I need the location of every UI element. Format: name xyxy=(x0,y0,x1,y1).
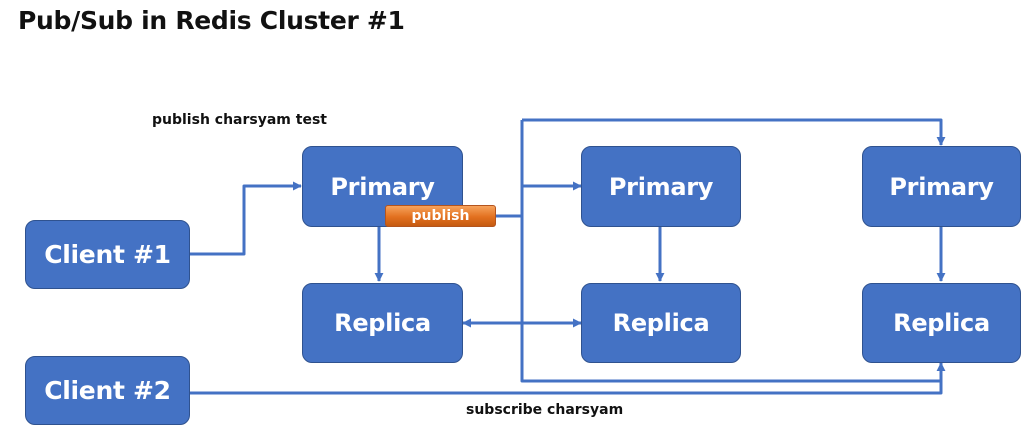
shard3-primary-node: Primary xyxy=(862,146,1021,227)
shard1-replica-node: Replica xyxy=(302,283,463,363)
client-2-node: Client #2 xyxy=(25,356,190,425)
subscribe-command-caption: subscribe charsyam xyxy=(466,402,624,418)
shard3-replica-node: Replica xyxy=(862,283,1021,363)
shard2-primary-node: Primary xyxy=(581,146,741,227)
client1-to-primary1-arrow xyxy=(190,181,302,256)
bus-to-primary3-arrow xyxy=(522,118,946,146)
page-title: Pub/Sub in Redis Cluster #1 xyxy=(18,6,405,35)
client-1-node: Client #1 xyxy=(25,220,190,289)
client2-to-replica3-arrow xyxy=(190,362,946,395)
cluster-bus-trunk xyxy=(520,120,941,383)
shard2-replica-node: Replica xyxy=(581,283,741,363)
publish-badge: publish xyxy=(385,205,496,227)
shard1-primary-node: Primary xyxy=(302,146,463,227)
publish-command-caption: publish charsyam test xyxy=(152,112,327,128)
